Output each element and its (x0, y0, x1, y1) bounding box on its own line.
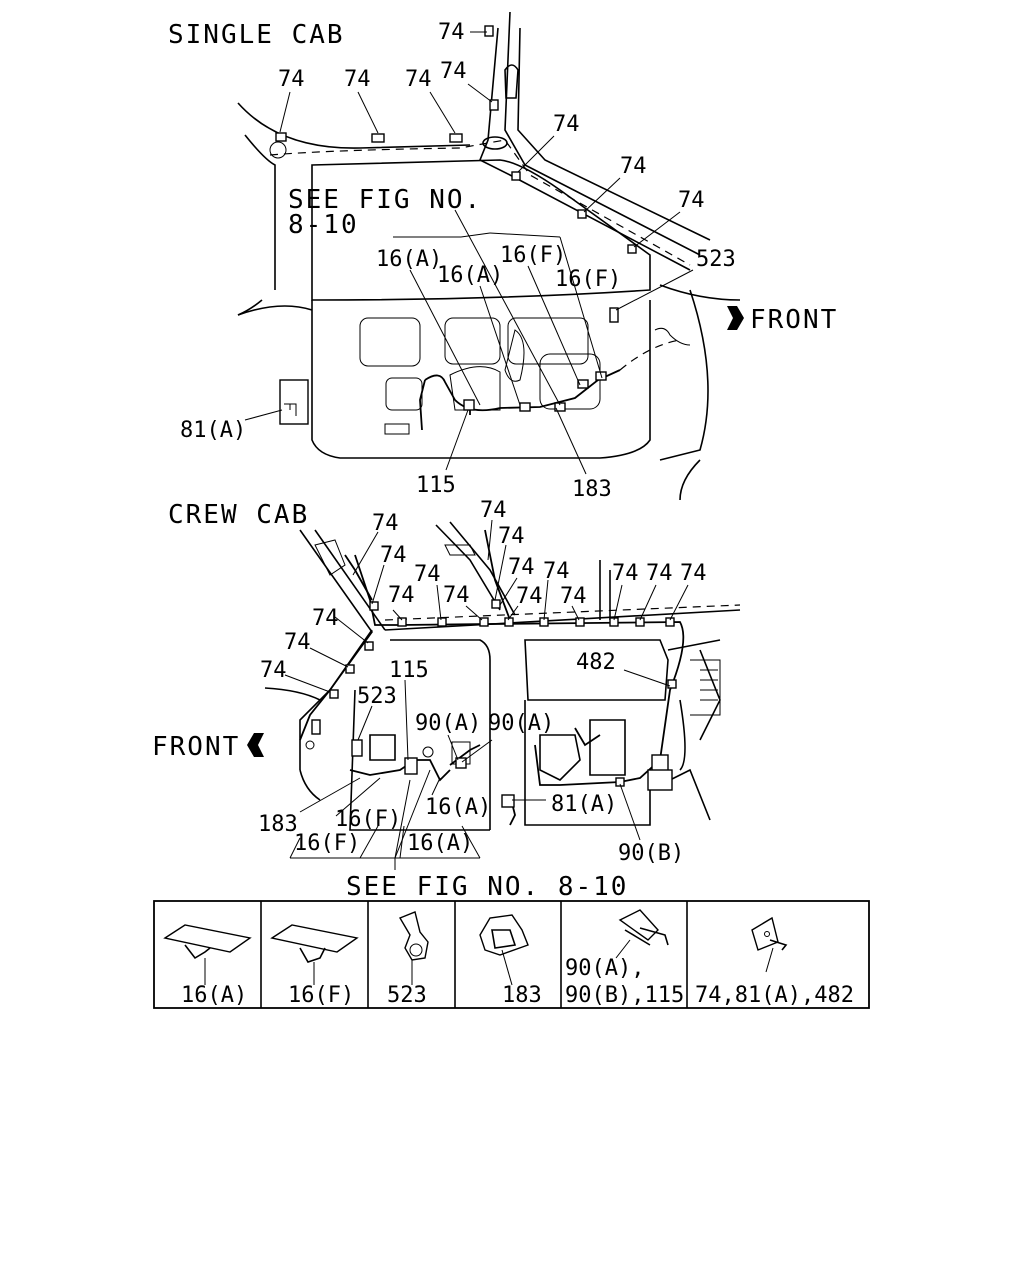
front-arrow-icon (247, 733, 264, 757)
front-label: FRONT (152, 732, 240, 762)
part-label: 183 (502, 983, 542, 1008)
crew-cab-section: CREW CAB (152, 498, 741, 902)
see-fig-reference: SEE FIG NO. 8-10 (346, 872, 628, 902)
part-label: 90(A), (565, 956, 644, 981)
label-74: 74 (543, 559, 570, 584)
label-74: 74 (508, 555, 535, 580)
single-cab-harness (279, 327, 691, 431)
label-74: 74 (560, 584, 587, 609)
crew-cab-title: CREW CAB (168, 500, 309, 530)
label-90a: 90(A) (415, 711, 481, 736)
label-74: 74 (516, 584, 543, 609)
part-label: 16(A) (181, 983, 247, 1008)
part-523-icon (398, 911, 429, 985)
label-74: 74 (438, 20, 465, 45)
see-fig-reference: SEE FIG NO. (288, 185, 482, 215)
label-16a: 16(A) (437, 263, 503, 288)
see-fig-number: 8-10 (288, 210, 359, 240)
label-74: 74 (480, 498, 507, 523)
label-74: 74 (620, 154, 647, 179)
label-74: 74 (278, 67, 305, 92)
label-90a: 90(A) (488, 711, 554, 736)
label-16a: 16(A) (425, 795, 491, 820)
part-90-tie-icon (615, 909, 669, 959)
label-115: 115 (416, 473, 456, 498)
label-74: 74 (443, 583, 470, 608)
part-label: 74,81(A),482 (695, 983, 854, 1008)
part-183-icon (479, 914, 529, 986)
label-523: 523 (357, 684, 397, 709)
label-74: 74 (260, 658, 287, 683)
part-16a-icon (163, 924, 252, 985)
part-label: 523 (387, 983, 427, 1008)
label-74: 74 (284, 630, 311, 655)
label-81a: 81(A) (551, 792, 617, 817)
label-74: 74 (498, 524, 525, 549)
label-74: 74 (678, 188, 705, 213)
single-cab-body-outline (237, 11, 741, 501)
single-cab-section: SINGLE CAB (168, 11, 838, 502)
single-cab-leaders (244, 31, 694, 475)
label-74: 74 (612, 561, 639, 586)
label-74: 74 (344, 67, 371, 92)
front-arrow-icon (727, 306, 744, 330)
label-523: 523 (696, 247, 736, 272)
label-81a: 81(A) (180, 418, 246, 443)
parts-legend-table: 16(A) 16(F) 523 183 90(A), (153, 900, 870, 1009)
part-74-clip-icon (751, 916, 788, 973)
label-74: 74 (680, 561, 707, 586)
label-16f: 16(F) (335, 807, 401, 832)
single-cab-roof-clips (269, 25, 637, 323)
label-115: 115 (389, 658, 429, 683)
label-16f: 16(F) (294, 831, 360, 856)
label-74: 74 (312, 606, 339, 631)
label-482: 482 (576, 650, 616, 675)
label-74: 74 (646, 561, 673, 586)
label-90b: 90(B) (618, 841, 684, 866)
label-183: 183 (258, 812, 298, 837)
crew-cab-leaders (284, 519, 689, 870)
label-16a: 16(A) (376, 247, 442, 272)
part-label: 90(B),115 (565, 983, 684, 1008)
label-16f: 16(F) (500, 243, 566, 268)
label-74: 74 (388, 583, 415, 608)
single-cab-roof-trim (269, 139, 691, 266)
label-74: 74 (405, 67, 432, 92)
part-label: 16(F) (288, 983, 354, 1008)
part-16f-icon (270, 924, 359, 985)
crew-cab-harness (299, 529, 685, 826)
label-74: 74 (553, 112, 580, 137)
label-74: 74 (372, 511, 399, 536)
label-16a: 16(A) (407, 831, 473, 856)
front-label: FRONT (750, 305, 838, 335)
label-74: 74 (440, 59, 467, 84)
label-16f: 16(F) (555, 267, 621, 292)
label-183: 183 (572, 477, 612, 502)
label-74: 74 (414, 562, 441, 587)
single-cab-title: SINGLE CAB (168, 20, 345, 50)
label-74: 74 (380, 543, 407, 568)
